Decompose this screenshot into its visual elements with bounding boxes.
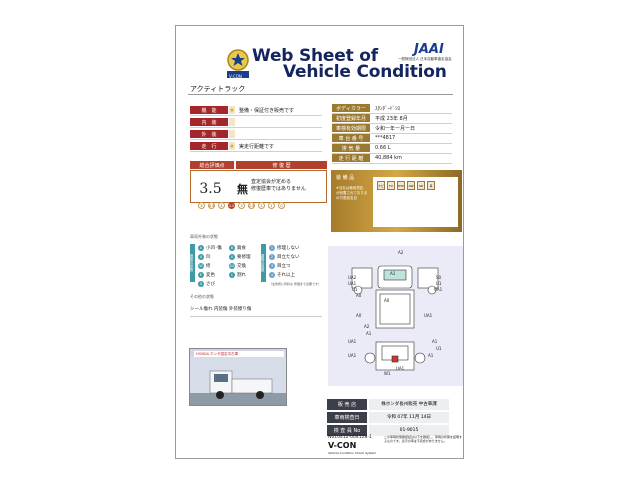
spec-label: ボディカラー	[332, 104, 370, 112]
equipment-cell: TV	[387, 181, 395, 190]
dealer-row: 販 売 店 株ホンダ長州販売 中古車課	[327, 399, 449, 410]
score-header: 総合評価点	[190, 161, 234, 169]
vcon-system: Vehicle Condition Check System	[328, 451, 377, 455]
star-icon: ★	[229, 142, 235, 150]
condition-value: 整備・保証付き販売です	[239, 107, 295, 114]
condition-label: 内 装	[190, 118, 228, 126]
equipment-grid	[373, 177, 458, 227]
legend-left-bar: 修復の状態	[190, 244, 195, 282]
spec-label: 車 台 番 号	[332, 134, 370, 142]
vcon-badge-text: V-CON	[229, 74, 242, 79]
equipment-note: の付表品名目	[336, 196, 357, 200]
scale-dot: 4	[218, 202, 225, 209]
legend-right-bar: 損傷の程度	[261, 244, 266, 282]
equipment-cell: ETC	[397, 181, 405, 190]
star-empty-icon	[229, 130, 235, 138]
equipment-note: ※当社は使用表記	[336, 186, 364, 190]
truck-photo-icon	[190, 357, 286, 405]
spec-value: ***4817	[375, 135, 396, 141]
vehicle-condition-sheet: V-CON Web Sheet of Vehicle Condition JAA…	[175, 25, 464, 459]
condition-value: 実走行距離です	[239, 143, 275, 150]
scale-dot: 2.5	[248, 202, 255, 209]
spec-label: 排 気 量	[332, 144, 370, 152]
vehicle-name: アクティトラック	[190, 85, 246, 93]
equipment-cell: AW	[407, 181, 415, 190]
equipment-cell: ナビ	[377, 181, 385, 190]
scale-dot: 2	[258, 202, 265, 209]
condition-label: 機 能	[190, 106, 228, 114]
truck-diagram-icon	[351, 265, 439, 371]
title-line-2: Vehicle Condition	[283, 62, 447, 82]
scale-dot: 0	[278, 202, 285, 209]
condition-label: 走 行	[190, 142, 228, 150]
dealer-row: 車両検査日 令和 07年 11月 14日	[327, 412, 449, 423]
other-title: その他の状態	[190, 294, 214, 299]
overall-score: 3.5	[199, 181, 222, 197]
jaai-subtitle: 一般財団法人 日本自動車査定協会	[398, 57, 452, 61]
spec-value: 令和ー年ー月ー日	[375, 125, 416, 132]
title-line-1: Web Sheet of	[252, 46, 378, 66]
condition-label: 外 装	[190, 130, 228, 138]
footer-note: この車両状態確認証は以下を確認し、車両の状態を証明するものです。表示の車は不具合…	[384, 435, 463, 443]
vehicle-photo: HONDA ホンダ認定中古車	[189, 348, 287, 406]
vcon-footer-logo: V-CON	[328, 441, 357, 450]
repair-text: 査定協会が定める 修復歴車ではありません	[251, 179, 306, 192]
equipment-cell: 革	[427, 181, 435, 190]
star-empty-icon	[229, 118, 235, 126]
jaai-logo: JAAI	[414, 42, 444, 57]
dealer-row: 検 査 員 No 01-9015	[327, 425, 449, 436]
scale-dot: 5	[198, 202, 205, 209]
equipment-cell: SR	[417, 181, 425, 190]
spec-value: 平成 23年 8月	[375, 115, 408, 122]
vcon-medal-icon	[227, 49, 249, 78]
repair-header: 修 復 歴	[236, 161, 327, 169]
scale-dot: 4.5	[208, 202, 215, 209]
repair-mark: 無	[237, 183, 248, 196]
star-icon: ★	[229, 106, 235, 114]
scale-dot-selected: 3.5	[228, 202, 235, 209]
spec-value: ｽﾀﾝﾀﾞｰﾄﾞｼﾛ	[375, 105, 401, 112]
spec-value: 40,884 km	[375, 155, 402, 161]
spec-label: 車検有効期限	[332, 124, 370, 132]
photo-banner: HONDA ホンダ認定中古車	[194, 351, 284, 357]
sheet-number: N610412-004128-1	[328, 435, 372, 440]
spec-label: 初度登録年月	[332, 114, 370, 122]
other-text: シール傷れ 内装傷 外装擦り傷	[190, 307, 252, 312]
scale-dot: 3	[238, 202, 245, 209]
equipment-title: 装 備 品	[336, 175, 355, 181]
spec-value: 0.66 L	[375, 145, 391, 151]
header-divider	[188, 94, 453, 95]
scale-dot: 1	[268, 202, 275, 209]
legend-title: 車両外装の状態	[190, 234, 218, 239]
other-divider	[190, 316, 322, 317]
spec-label: 走 行 距 離	[332, 154, 370, 162]
legend-note: （全箇所に有料な 修理まで必要です）	[269, 282, 321, 286]
equipment-note: が設置されておりま	[336, 191, 368, 195]
